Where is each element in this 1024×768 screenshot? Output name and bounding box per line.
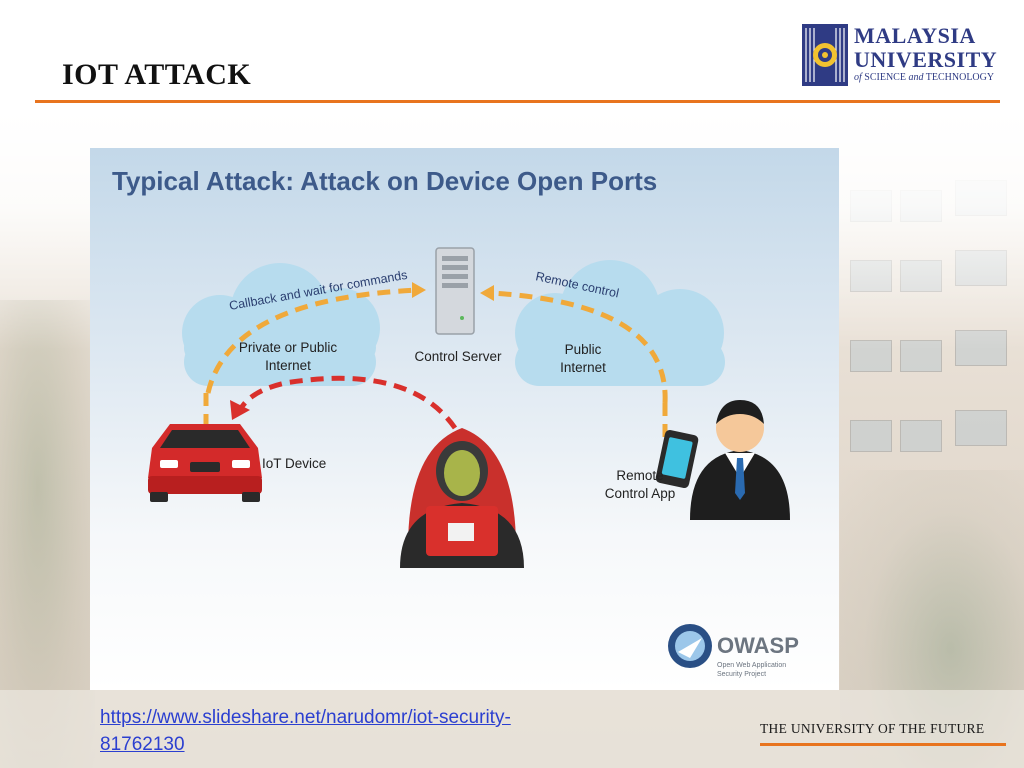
title-underline — [35, 100, 1000, 103]
hacker-icon — [400, 428, 524, 568]
iot-attack-diagram: Typical Attack: Attack on Device Open Po… — [90, 148, 839, 690]
diagram-heading: Typical Attack: Attack on Device Open Po… — [112, 166, 657, 196]
owasp-name: OWASP — [717, 633, 799, 658]
owasp-sub-2: Security Project — [717, 671, 766, 678]
attack-arrowhead-icon — [230, 400, 250, 420]
device-label: IoT Device — [262, 456, 326, 471]
university-tagline: THE UNIVERSITY OF THE FUTURE — [760, 721, 985, 736]
app-label-2: Control App — [605, 486, 676, 501]
diagram-canvas: Typical Attack: Attack on Device Open Po… — [112, 166, 799, 678]
server-label: Control Server — [414, 349, 502, 364]
remote-control-arrowhead-icon — [480, 285, 494, 301]
tagline-underline — [760, 743, 1006, 746]
background-footer-band — [0, 690, 1024, 768]
logo-line-university: UNIVERSITY — [854, 47, 998, 72]
slide-title: IOT ATTACK — [62, 58, 252, 91]
owasp-logo: OWASP Open Web Application Security Proj… — [668, 624, 799, 678]
attack-arrow — [237, 375, 458, 430]
owasp-sub-1: Open Web Application — [717, 662, 786, 669]
university-logo: MALAYSIA UNIVERSITY of SCIENCE and TECHN… — [800, 22, 1000, 90]
remote-control-arrow — [489, 290, 668, 438]
university-emblem-icon — [802, 24, 848, 86]
app-label-1: Remote — [616, 468, 663, 483]
car-icon — [148, 424, 262, 502]
cloud-left-label-1: Private or Public — [239, 340, 338, 355]
source-link[interactable]: https://www.slideshare.net/narudomr/iot-… — [100, 707, 511, 755]
server-icon — [435, 247, 475, 335]
businessman-icon — [690, 400, 790, 520]
cloud-right-label-1: Public — [565, 342, 602, 357]
cloud-right-label-2: Internet — [560, 360, 606, 375]
cloud-right-icon — [515, 260, 725, 386]
cloud-left-label-2: Internet — [265, 358, 311, 373]
phone-icon — [655, 429, 699, 489]
university-name: MALAYSIA UNIVERSITY of SCIENCE and TECHN… — [854, 24, 997, 84]
callback-arrowhead-icon — [412, 282, 426, 298]
logo-line-science: of SCIENCE and TECHNOLOGY — [854, 72, 995, 83]
logo-line-malaysia: MALAYSIA — [854, 23, 976, 48]
